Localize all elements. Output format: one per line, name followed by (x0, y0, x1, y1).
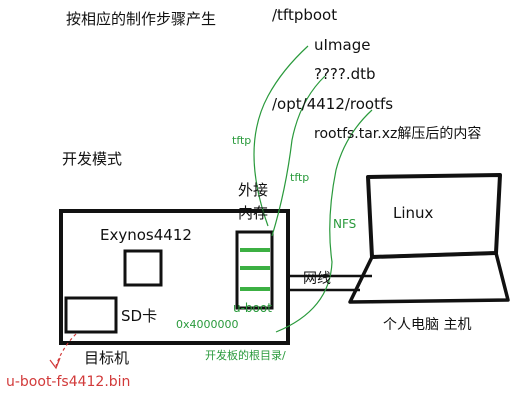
network-cable-label: 网线 (303, 271, 331, 287)
host-os-label: Linux (393, 204, 434, 222)
uboot-image-file: u-boot-fs4412.bin (6, 374, 131, 390)
uboot-label: u-boot (233, 301, 272, 315)
memory-label-line1: 外接 (238, 181, 269, 199)
laptop-screen (366, 173, 502, 259)
tftp-link-uimage (253, 45, 309, 227)
tftpboot-path: /tftpboot (272, 6, 338, 24)
cpu-label: Exynos4412 (100, 226, 192, 244)
laptop-keyboard-base (348, 251, 510, 304)
nfs-label: NFS (333, 217, 357, 231)
sd-image-arrow-line (55, 333, 77, 367)
tftp-label-2: tftp (290, 171, 310, 184)
sd-image-arrow-head (49, 357, 61, 370)
tftp-link-dtb (271, 75, 326, 237)
memory-label-line2: 内存 (238, 204, 269, 222)
sd-card-slot (64, 296, 118, 334)
load-address-label: 0x4000000 (176, 318, 239, 331)
sd-card-label: SD卡 (121, 307, 158, 325)
tftp-label-1: tftp (232, 134, 252, 147)
board-root-label: 开发板的根目录/ (205, 349, 286, 362)
uimage-file: uImage (314, 36, 371, 54)
cpu-chip-box (123, 249, 163, 287)
header-title: 按相应的制作步骤产生 (66, 10, 217, 28)
nfs-link-rootfs (275, 109, 373, 333)
development-mode-label: 开发模式 (62, 150, 123, 168)
host-pc-label: 个人电脑 主机 (383, 317, 472, 333)
memory-module-box (235, 230, 274, 310)
rootfs-tar-label: rootfs.tar.xz解压后的内容 (314, 126, 482, 142)
rootfs-path: /opt/4412/rootfs (272, 95, 394, 113)
dtb-file: ????.dtb (314, 65, 376, 83)
target-machine-label: 目标机 (84, 349, 130, 367)
